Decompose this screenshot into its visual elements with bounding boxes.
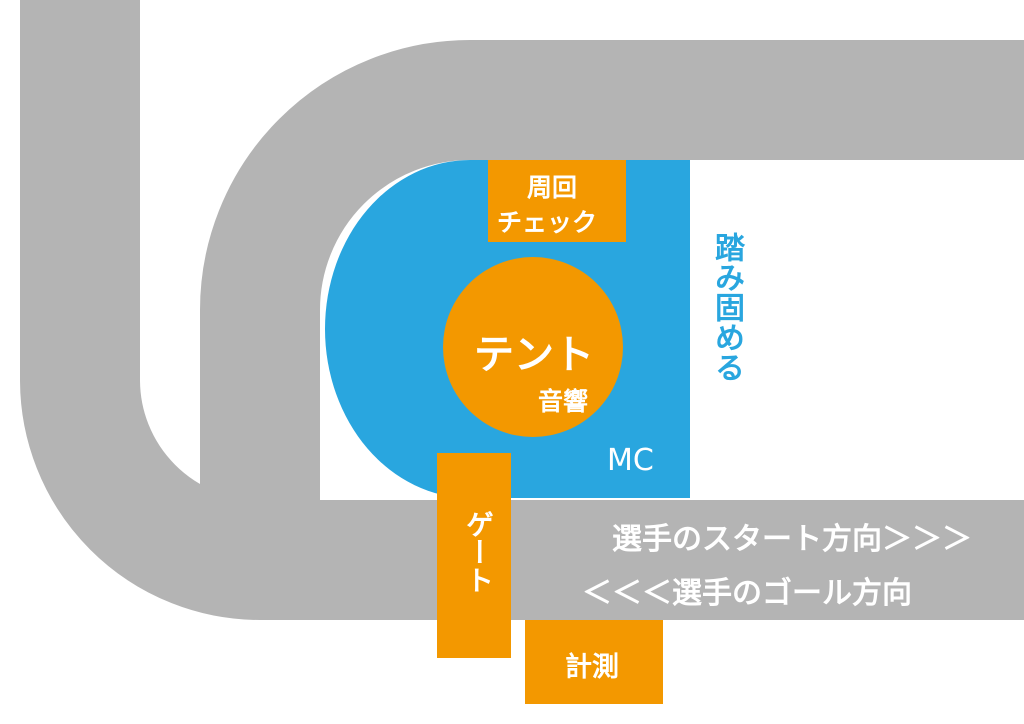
mc-label: MC xyxy=(607,443,654,478)
tent-label: テント xyxy=(474,332,594,378)
sound-label: 音響 xyxy=(538,387,589,416)
gate-label: ゲート xyxy=(462,510,495,594)
track-outer-lane xyxy=(20,0,1024,620)
lap-check-label-line1: 周回 xyxy=(527,173,578,202)
track-upper-lane xyxy=(200,40,1024,500)
trample-label: 踏み固める xyxy=(709,232,744,382)
lap-check-label-line2: チェック xyxy=(497,208,598,237)
tent-circle xyxy=(443,257,623,437)
start-direction-label: 選手のスタート方向＞＞＞ xyxy=(612,522,972,557)
timing-label: 計測 xyxy=(565,652,619,683)
gate-box xyxy=(437,453,511,658)
timing-box xyxy=(525,620,663,704)
goal-direction-label: ＜＜＜選手のゴール方向 xyxy=(582,576,912,611)
lap-check-box xyxy=(488,160,626,242)
